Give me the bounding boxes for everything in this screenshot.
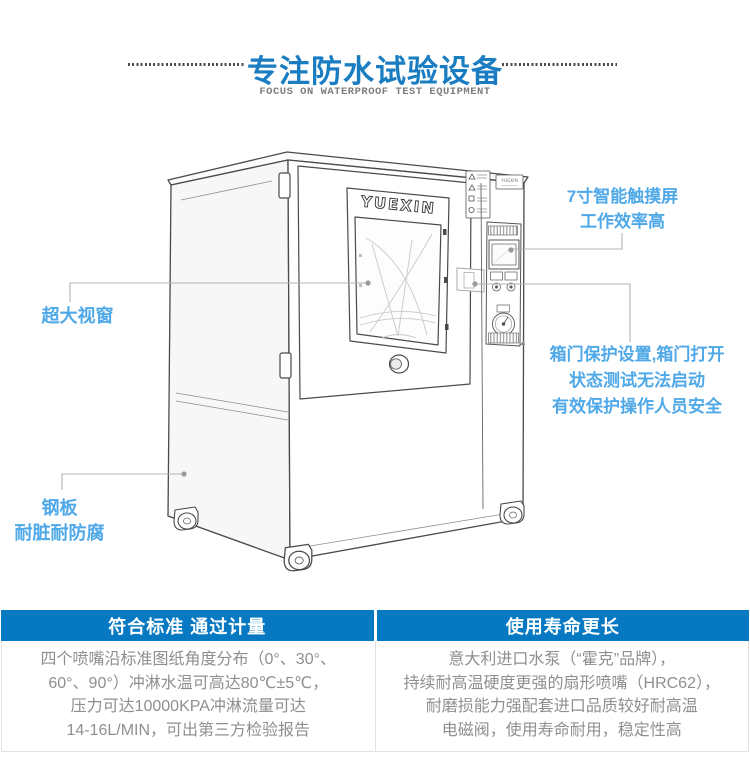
callout-window: 超大视窗 bbox=[20, 303, 135, 329]
caster-right bbox=[499, 500, 525, 525]
callout-door-line2: 状态测试无法启动 bbox=[569, 371, 705, 390]
panel-seam-lines bbox=[175, 180, 523, 550]
feature-right-line4: 电磁阀，使用寿命耐用，稳定性高 bbox=[441, 721, 682, 739]
callout-door-line3: 有效保护操作人员安全 bbox=[552, 397, 722, 416]
feature-text-right: 意大利进口水泵（“霍克”品牌）， 持续耐高温硬度更强的扇形喷嘴（HRC62）， … bbox=[376, 641, 749, 751]
feature-text-left: 四个喷嘴沿标准图纸角度分布（0°、30°、 60°、90°）冲淋水温可高达80℃… bbox=[2, 641, 375, 751]
feature-left-line2: 60°、90°）冲淋水温可高达80℃±5℃， bbox=[48, 674, 329, 692]
spray-pattern-sketch bbox=[359, 233, 437, 339]
window-clips bbox=[359, 229, 449, 330]
band-divider bbox=[373, 610, 377, 641]
feature-column-divider bbox=[374, 641, 376, 751]
caster-left bbox=[173, 506, 199, 531]
feature-section: 符合标准 通过计量 使用寿命更长 四个喷嘴沿标准图纸角度分布（0°、30°、 6… bbox=[1, 610, 749, 752]
feature-left-line4: 14-16L/MIN，可出第三方检验报告 bbox=[66, 721, 311, 739]
page-title: 专注防水试验设备 bbox=[247, 54, 503, 89]
vent-grille-top bbox=[488, 225, 518, 236]
connector-steel bbox=[61, 473, 184, 490]
callout-anchor-dots bbox=[181, 247, 514, 477]
callout-touchscreen-line1: 7寸智能触摸屏 bbox=[566, 187, 679, 206]
callout-steel: 钢板 耐脏耐防腐 bbox=[2, 496, 117, 546]
callout-steel-line1: 钢板 bbox=[41, 498, 78, 518]
title-dotted-line-right bbox=[502, 63, 617, 66]
callout-touchscreen: 7寸智能触摸屏 工作效率高 bbox=[535, 184, 710, 234]
title-dotted-line-left bbox=[128, 63, 245, 66]
feature-right-line1: 意大利进口水泵（“霍克”品牌）， bbox=[448, 651, 676, 668]
feature-header-left: 符合标准 通过计量 bbox=[108, 616, 267, 637]
vent-grille-bottom bbox=[488, 332, 519, 344]
callout-door-line1: 箱门保护设置,箱门打开 bbox=[549, 345, 725, 364]
panel-corner-mark bbox=[520, 340, 525, 345]
callout-door-protect: 箱门保护设置,箱门打开 状态测试无法启动 有效保护操作人员安全 bbox=[528, 342, 746, 420]
cabinet-left-panel bbox=[167, 159, 291, 561]
callout-steel-line2: 耐脏耐防腐 bbox=[14, 523, 105, 543]
connector-door bbox=[475, 283, 631, 342]
door-hinge-top bbox=[278, 172, 291, 199]
brand-plate: YUEXIN bbox=[495, 174, 524, 190]
callout-window-line1: 超大视窗 bbox=[41, 306, 114, 326]
callout-connectors bbox=[61, 233, 631, 490]
feature-left-line1: 四个喷嘴沿标准图纸角度分布（0°、30°、 bbox=[40, 651, 337, 668]
caster-front bbox=[283, 543, 313, 572]
feature-body: 四个喷嘴沿标准图纸角度分布（0°、30°、 60°、90°）冲淋水温可高达80℃… bbox=[1, 641, 749, 752]
connector-touchscreen bbox=[511, 233, 623, 250]
feature-right-line2: 持续耐高温硬度更强的扇形喷嘴（HRC62）， bbox=[403, 674, 720, 692]
brand-plate-text: YUEXIN bbox=[500, 178, 518, 184]
feature-header-right: 使用寿命更长 bbox=[505, 616, 620, 637]
door-hinge-bottom bbox=[279, 352, 292, 379]
callout-touchscreen-line2: 工作效率高 bbox=[580, 212, 665, 231]
warning-labels bbox=[465, 170, 491, 219]
feature-header-band: 符合标准 通过计量 使用寿命更长 bbox=[1, 610, 749, 641]
page-subtitle: FOCUS ON WATERPROOF TEST EQUIPMENT bbox=[259, 86, 491, 98]
door-lock bbox=[456, 267, 485, 293]
column-edge-line bbox=[480, 182, 484, 510]
feature-right-line3: 耐磨损能力强配套进口品质较好耐高温 bbox=[425, 698, 698, 715]
connector-window bbox=[69, 282, 368, 302]
panel-switches bbox=[490, 271, 518, 292]
door-knob bbox=[388, 354, 410, 374]
touch-screen bbox=[488, 239, 520, 270]
feature-left-line3: 压力可达10000KPA冲淋流量可达 bbox=[70, 698, 306, 715]
